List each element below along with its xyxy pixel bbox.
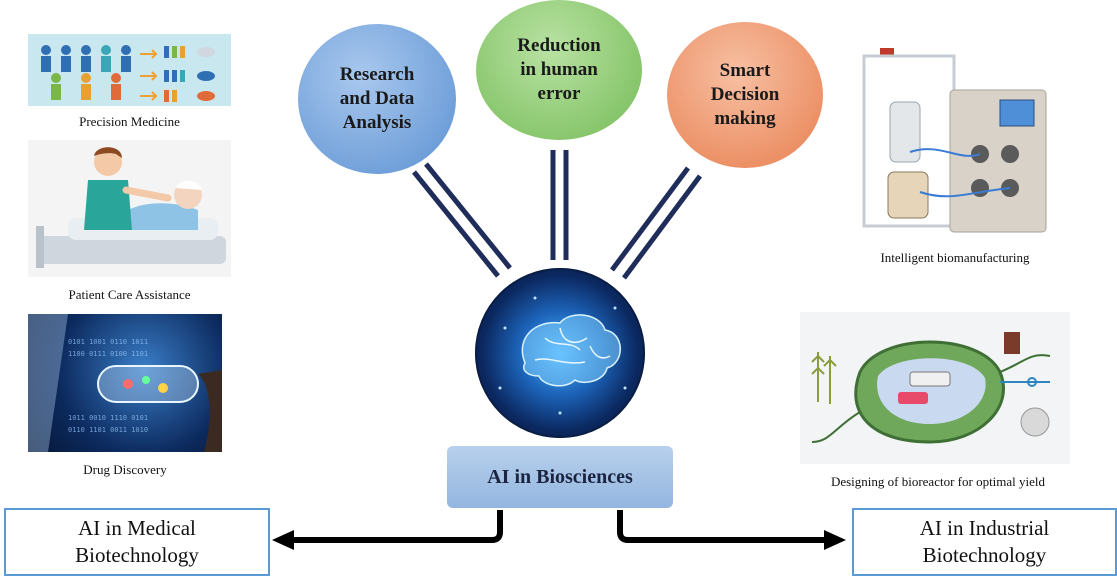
center-label: AI in Biosciences [487,465,633,488]
bioreactor-machine-icon [862,48,1047,233]
bioreactor-design-caption: Designing of bioreactor for optimal yiel… [830,474,1046,489]
arrow-head-right [824,530,846,550]
center-label-box: AI in Biosciences [447,446,673,508]
bacterium-icon [811,332,1051,444]
arrow-head-left [272,530,294,550]
bioreactor-design-image [800,312,1070,464]
patient-care-caption: Patient Care Assistance [68,287,191,302]
drug-discovery-caption: Drug Discovery [83,462,167,477]
biomanufacturing-image [850,42,1060,238]
bubble-connector-right [609,166,703,280]
patient-care-image [28,140,231,277]
bubble-reduction: Reduction in human error [476,0,642,140]
arrow-to-industrial [617,510,826,543]
bubble-connector-middle [550,150,569,260]
brain-image [475,268,645,438]
pill-icon [197,47,215,101]
biomanufacturing-caption: Intelligent biomanufacturing [880,250,1030,265]
precision-medicine-caption: Precision Medicine [79,114,180,129]
nurse-patient-icon [36,147,226,268]
svg-text:0110 1101 0011 1010: 0110 1101 0011 1010 [68,426,148,434]
brain-icon [498,296,627,415]
capsule-icon: 0101 1001 0110 1011 1100 0111 0100 1101 … [28,314,222,452]
precision-medicine-image [28,34,231,106]
bubble-research: Research and Data Analysis [298,24,456,174]
svg-text:0101 1001 0110 1011: 0101 1001 0110 1011 [68,338,148,346]
bubble-connector-left [412,162,512,278]
bubble-smart-decision: Smart Decision making [667,22,823,168]
svg-text:1011 0010 1110 0101: 1011 0010 1110 0101 [68,414,148,422]
industrial-biotech-box: AI in Industrial Biotechnology [852,508,1117,576]
svg-text:1100 0111 0100 1101: 1100 0111 0100 1101 [68,350,148,358]
medical-biotech-box: AI in Medical Biotechnology [4,508,270,576]
people-icon [41,45,215,102]
drug-discovery-image: 0101 1001 0110 1011 1100 0111 0100 1101 … [28,314,222,452]
arrow-to-medical [290,510,503,543]
